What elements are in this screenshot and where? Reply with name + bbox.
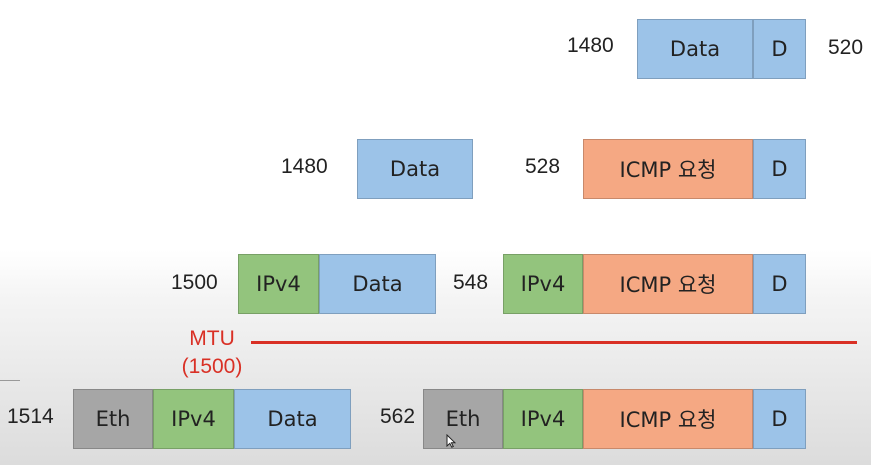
row3-ipv4-header-block: IPv4 bbox=[238, 254, 319, 314]
row4-ethernet-header-block: Eth bbox=[73, 389, 153, 449]
row1-size-label-left: 1480 bbox=[567, 34, 614, 57]
row4-size-label-right: 562 bbox=[380, 405, 416, 428]
row4-ipv4-header-block-2: IPv4 bbox=[503, 389, 583, 449]
row2-icmp-request-block: ICMP 요청 bbox=[583, 139, 753, 199]
row3-size-label-right: 548 bbox=[453, 271, 489, 294]
row2-size-label-right: 528 bbox=[525, 155, 561, 178]
row4-ipv4-header-block: IPv4 bbox=[153, 389, 234, 449]
row1-size-label-right: 520 bbox=[828, 36, 864, 59]
row4-size-label-left: 1514 bbox=[7, 405, 54, 428]
row3-size-label-left: 1500 bbox=[171, 271, 218, 294]
row4-d-block: D bbox=[753, 389, 806, 449]
row1-data-block: Data bbox=[637, 19, 753, 79]
row2-d-block: D bbox=[753, 139, 806, 199]
row4-data-block: Data bbox=[234, 389, 351, 449]
row2-size-label-left: 1480 bbox=[281, 155, 328, 178]
mtu-divider-line bbox=[251, 341, 857, 344]
mtu-label: MTU bbox=[189, 327, 235, 350]
row2-data-block: Data bbox=[357, 139, 473, 199]
row3-d-block: D bbox=[753, 254, 806, 314]
row4-ethernet-header-block-2: Eth bbox=[423, 389, 503, 449]
left-edge-tick bbox=[0, 380, 20, 381]
row3-icmp-request-block: ICMP 요청 bbox=[583, 254, 753, 314]
row1-d-block: D bbox=[753, 19, 806, 79]
row3-ipv4-header-block-2: IPv4 bbox=[503, 254, 583, 314]
row3-data-block: Data bbox=[319, 254, 436, 314]
mouse-pointer-icon bbox=[446, 434, 456, 448]
row4-icmp-request-block: ICMP 요청 bbox=[583, 389, 753, 449]
mtu-value: (1500) bbox=[181, 355, 243, 378]
